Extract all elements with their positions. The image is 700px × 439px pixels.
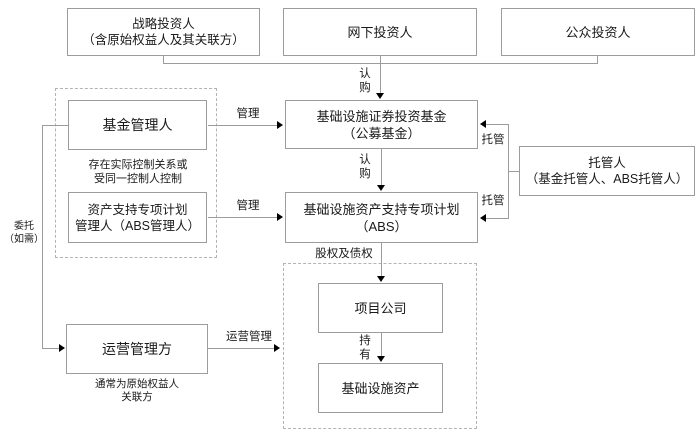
node-public-investor: 公众投资人 <box>501 8 695 56</box>
connector-entrust-bottom <box>42 348 60 349</box>
node-custodian: 托管人 （基金托管人、ABS托管人） <box>519 146 695 196</box>
connector-subscribe-top <box>380 56 381 94</box>
annotation-usually-related-party: 通常为原始权益人 关联方 <box>95 378 179 403</box>
connector-strategic-drop <box>163 56 164 63</box>
node-abs-manager: 资产支持专项计划 管理人（ABS管理人） <box>68 192 207 243</box>
node-abs-plan: 基础设施资产支持专项计划 （ABS） <box>285 192 478 243</box>
node-public-fund: 基础设施证券投资基金 （公募基金） <box>285 100 478 149</box>
arrowhead-right-icon <box>59 344 65 352</box>
arrowhead-down-icon <box>376 93 384 99</box>
connector-entrust-vertical <box>42 125 43 349</box>
label-hold: 持 有 <box>359 335 371 361</box>
connector-subscribe-mid <box>381 149 382 185</box>
arrowhead-left-icon <box>480 120 486 128</box>
label-custody-fund: 托管 <box>481 134 505 146</box>
label-operation-manage: 运营管理 <box>226 331 272 343</box>
underlying-assets-group-dashed-frame <box>283 263 477 429</box>
arrowhead-left-icon <box>480 214 486 222</box>
label-manage-fund: 管理 <box>236 108 260 120</box>
node-project-company: 项目公司 <box>318 283 443 333</box>
connector-manage-fund <box>208 125 277 126</box>
arrowhead-right-icon <box>277 213 283 221</box>
arrowhead-right-icon <box>274 344 280 352</box>
arrowhead-right-icon <box>277 121 283 129</box>
connector-operation-manage <box>208 348 275 349</box>
connector-manage-abs <box>208 217 277 218</box>
arrowhead-down-icon <box>377 356 385 362</box>
connector-custodian-stub <box>508 171 519 172</box>
connector-equity-debt <box>381 243 382 276</box>
label-custody-abs: 托管 <box>481 195 505 207</box>
managers-group-dashed-frame <box>55 88 217 258</box>
node-strategic-investor: 战略投资人 （含原始权益人及其关联方） <box>67 8 260 56</box>
label-equity-and-debt: 股权及债权 <box>315 248 373 260</box>
node-fund-manager: 基金管理人 <box>68 100 207 150</box>
annotation-control-relation: 存在实际控制关系或 受同一控制人控制 <box>88 159 188 185</box>
connector-custody-fund <box>486 124 508 125</box>
node-operation-manager: 运营管理方 <box>66 324 208 374</box>
arrowhead-down-icon <box>377 276 385 282</box>
label-entrust: 委托 （如需） <box>4 221 44 245</box>
label-subscribe-mid: 认 购 <box>359 154 371 180</box>
node-infrastructure-asset: 基础设施资产 <box>318 363 443 413</box>
connector-public-drop <box>597 56 598 63</box>
connector-custody-abs <box>486 218 508 219</box>
arrowhead-down-icon <box>377 185 385 191</box>
connector-hold <box>381 333 382 356</box>
connector-custodian-vertical <box>508 124 509 219</box>
label-subscribe-top: 认 购 <box>359 68 371 94</box>
node-offline-investor: 网下投资人 <box>283 8 477 56</box>
connector-entrust-top <box>42 125 68 126</box>
label-manage-abs: 管理 <box>236 200 260 212</box>
